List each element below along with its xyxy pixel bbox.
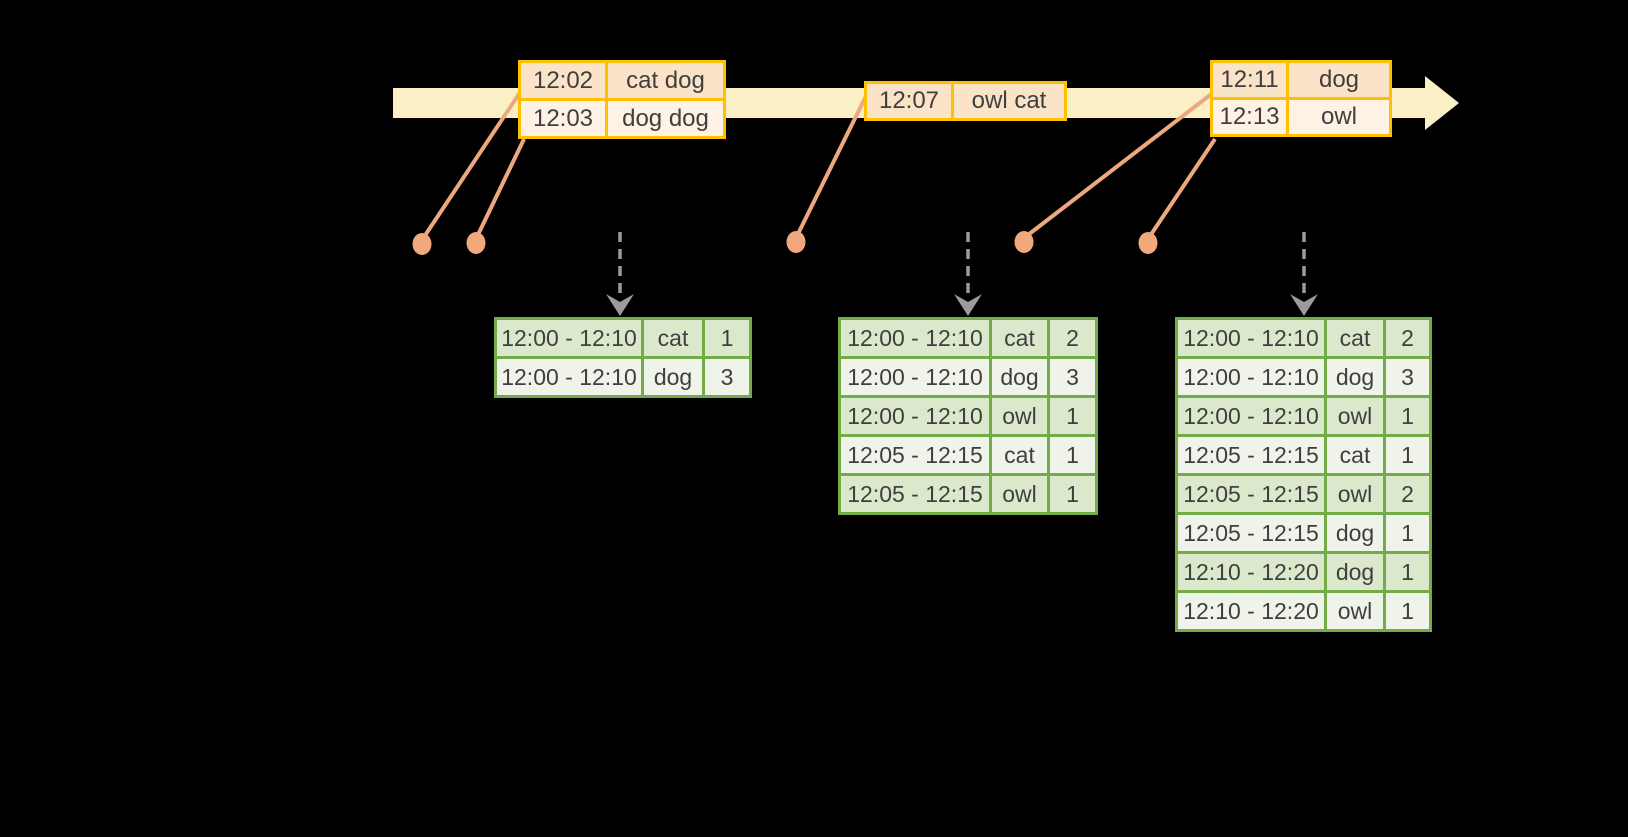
connector-line	[1022, 90, 1216, 240]
time-cell: 12:02	[518, 60, 608, 101]
word-cell: dog	[1324, 512, 1386, 554]
connector-line	[794, 93, 869, 239]
words-cell: dog dog	[605, 98, 726, 139]
event-dot-icon	[412, 233, 432, 255]
word-cell: owl	[1324, 395, 1386, 437]
window-cell: 12:00 - 12:10	[838, 395, 992, 437]
trigger-arrowhead-icon	[606, 294, 634, 316]
window-cell: 12:00 - 12:10	[494, 317, 644, 359]
word-cell: cat	[989, 434, 1050, 476]
word-cell: owl	[989, 395, 1050, 437]
count-cell: 1	[1047, 395, 1098, 437]
count-cell: 1	[1047, 434, 1098, 476]
word-cell: cat	[1324, 434, 1386, 476]
count-cell: 1	[702, 317, 752, 359]
trigger-arrowhead-icon	[1290, 294, 1318, 316]
word-cell: cat	[641, 317, 705, 359]
connector-line	[420, 89, 523, 242]
words-cell: owl cat	[951, 81, 1067, 121]
word-cell: owl	[989, 473, 1050, 515]
event-dot-icon	[786, 231, 806, 253]
time-cell: 12:11	[1210, 60, 1289, 100]
word-cell: dog	[641, 356, 705, 398]
window-cell: 12:05 - 12:15	[1175, 473, 1327, 515]
word-cell: cat	[1324, 317, 1386, 359]
count-cell: 1	[1047, 473, 1098, 515]
window-cell: 12:00 - 12:10	[838, 356, 992, 398]
word-cell: cat	[989, 317, 1050, 359]
event-dot-icon	[1138, 232, 1158, 254]
connector-line	[474, 138, 526, 240]
count-cell: 1	[1383, 434, 1432, 476]
window-cell: 12:05 - 12:15	[1175, 434, 1327, 476]
trigger-arrowhead-icon	[954, 294, 982, 316]
time-cell: 12:13	[1210, 97, 1289, 137]
count-cell: 3	[702, 356, 752, 398]
window-cell: 12:05 - 12:15	[1175, 512, 1327, 554]
window-cell: 12:00 - 12:10	[1175, 356, 1327, 398]
count-cell: 3	[1047, 356, 1098, 398]
event-dot-icon	[466, 232, 486, 254]
window-cell: 12:10 - 12:20	[1175, 590, 1327, 632]
count-cell: 1	[1383, 551, 1432, 593]
words-cell: cat dog	[605, 60, 726, 101]
window-cell: 12:00 - 12:10	[838, 317, 992, 359]
word-cell: dog	[989, 356, 1050, 398]
count-cell: 3	[1383, 356, 1432, 398]
count-cell: 2	[1047, 317, 1098, 359]
window-cell: 12:10 - 12:20	[1175, 551, 1327, 593]
count-cell: 1	[1383, 395, 1432, 437]
window-cell: 12:05 - 12:15	[838, 434, 992, 476]
word-cell: dog	[1324, 356, 1386, 398]
words-cell: owl	[1286, 97, 1392, 137]
time-cell: 12:07	[864, 81, 954, 121]
words-cell: dog	[1286, 60, 1392, 100]
window-cell: 12:00 - 12:10	[1175, 395, 1327, 437]
window-cell: 12:00 - 12:10	[494, 356, 644, 398]
window-cell: 12:05 - 12:15	[838, 473, 992, 515]
count-cell: 2	[1383, 317, 1432, 359]
word-cell: owl	[1324, 590, 1386, 632]
timeline-arrow-icon	[1425, 76, 1459, 130]
count-cell: 2	[1383, 473, 1432, 515]
connector-line	[1146, 137, 1217, 241]
event-dot-icon	[1014, 231, 1034, 253]
word-cell: dog	[1324, 551, 1386, 593]
word-cell: owl	[1324, 473, 1386, 515]
time-cell: 12:03	[518, 98, 608, 139]
count-cell: 1	[1383, 590, 1432, 632]
window-cell: 12:00 - 12:10	[1175, 317, 1327, 359]
count-cell: 1	[1383, 512, 1432, 554]
